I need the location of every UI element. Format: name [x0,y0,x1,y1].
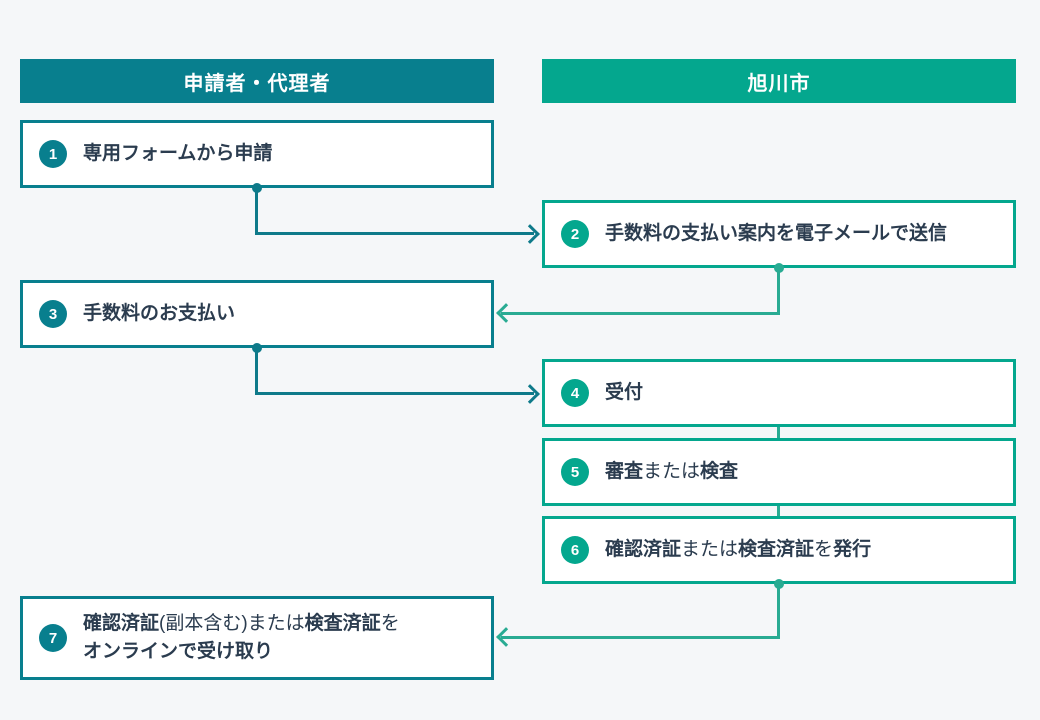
connector-6-7-vertical-line [777,584,780,639]
step-label: 手数料のお支払い [83,302,236,324]
step-label: 受付 [605,381,644,403]
step-number-badge: 7 [39,624,67,652]
connector-2-3-vertical-line [777,268,780,315]
step-number-badge: 2 [561,220,589,248]
step-number-badge: 4 [561,379,589,407]
step-box-1: 1 専用フォームから申請 [20,120,494,188]
lane-header-applicant-label: 申請者・代理者 [183,72,331,95]
connector-1-2-vertical-line [255,188,258,233]
step-label: 確認済証または検査済証を発行 [605,538,872,560]
connector-6-7-horizontal-line [501,636,780,639]
connector-2-3-horizontal-line [501,312,780,315]
step-number-badge: 6 [561,536,589,564]
connector-1-2-horizontal-line [255,232,534,235]
connector-6-7-arrowhead-icon [496,627,516,647]
connector-5-6-vertical-line [777,506,780,516]
connector-3-4-vertical-line [255,348,258,393]
connector-2-3-arrowhead-icon [496,303,516,323]
step-box-5: 5 審査または検査 [542,438,1016,506]
connector-3-4-horizontal-line [255,392,534,395]
step-box-3: 3 手数料のお支払い [20,280,494,348]
lane-header-applicant: 申請者・代理者 [20,59,494,103]
lane-header-city: 旭川市 [542,59,1016,103]
step-label: 審査または検査 [605,460,739,482]
step-box-4: 4 受付 [542,359,1016,427]
step-label: 専用フォームから申請 [83,142,273,164]
connector-1-2-arrowhead-icon [520,224,540,244]
connector-3-4-arrowhead-icon [520,384,540,404]
step-box-7: 7 確認済証(副本含む)または検査済証をオンラインで受け取り [20,596,494,680]
lane-header-city-label: 旭川市 [747,72,811,95]
step-number-badge: 3 [39,300,67,328]
step-box-2: 2 手数料の支払い案内を電子メールで送信 [542,200,1016,268]
connector-4-5-vertical-line [777,427,780,438]
step-label: 確認済証(副本含む)または検査済証をオンラインで受け取り [83,612,400,663]
step-number-badge: 1 [39,140,67,168]
step-label: 手数料の支払い案内を電子メールで送信 [605,222,948,244]
step-number-badge: 5 [561,458,589,486]
step-box-6: 6 確認済証または検査済証を発行 [542,516,1016,584]
